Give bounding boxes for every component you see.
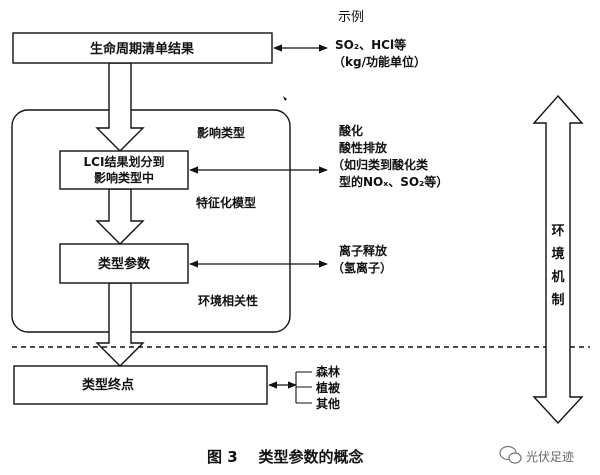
category-indicator-box <box>59 243 189 284</box>
tick-mark-icon <box>283 96 287 101</box>
big-arrow-lci-to-assign <box>95 62 145 152</box>
lci-results-box <box>12 32 273 64</box>
endpoint-item: 森林 <box>316 364 340 379</box>
indicator-example-line1: 离子释放 <box>339 243 388 258</box>
environmental-mechanism-arrow <box>532 94 584 425</box>
wechat-icon <box>499 445 522 464</box>
lci-example-line2: （kg/功能单位） <box>333 54 426 69</box>
impact-category-label: 影响类型 <box>197 125 245 140</box>
characterization-model-label: 特征化模型 <box>196 195 256 210</box>
category-indicator-label: 类型参数 <box>98 256 151 272</box>
side-label-char: 机 <box>551 269 564 285</box>
assign-label-line1: LCI结果划分到 <box>84 154 165 169</box>
impact-example-line2: 酸性排放 <box>339 140 388 155</box>
assign-box <box>59 150 189 190</box>
side-label-char: 境 <box>551 246 564 262</box>
figure-caption: 图 3 类型参数的概念 <box>207 448 364 466</box>
big-arrow-assign-to-indicator <box>95 188 145 245</box>
big-arrow-indicator-to-endpoint <box>95 282 145 367</box>
watermark-text: 光伏足迹 <box>526 450 574 464</box>
lci-example-line1: SO₂、HCl等 <box>335 37 406 52</box>
environmental-relevance-label: 环境相关性 <box>198 293 258 308</box>
endpoint-box <box>13 365 268 405</box>
indicator-example-line2: （氢离子） <box>332 260 392 275</box>
side-label-char: 制 <box>551 292 564 308</box>
lci-results-label: 生命周期清单结果 <box>90 41 194 57</box>
impact-example-line3: （如归类到酸化类 <box>332 157 429 172</box>
endpoint-item: 植被 <box>315 380 341 395</box>
impact-example-line1: 酸化 <box>339 123 363 138</box>
impact-example-line4: 型的NOₓ、SO₂等） <box>339 174 448 189</box>
endpoint-bracket <box>295 371 312 404</box>
legend-title: 示例 <box>338 10 364 25</box>
side-label-char: 环 <box>551 224 564 239</box>
endpoint-item: 其他 <box>316 396 340 411</box>
endpoint-label: 类型终点 <box>82 377 134 393</box>
assign-label-line2: 影响类型中 <box>94 170 154 185</box>
